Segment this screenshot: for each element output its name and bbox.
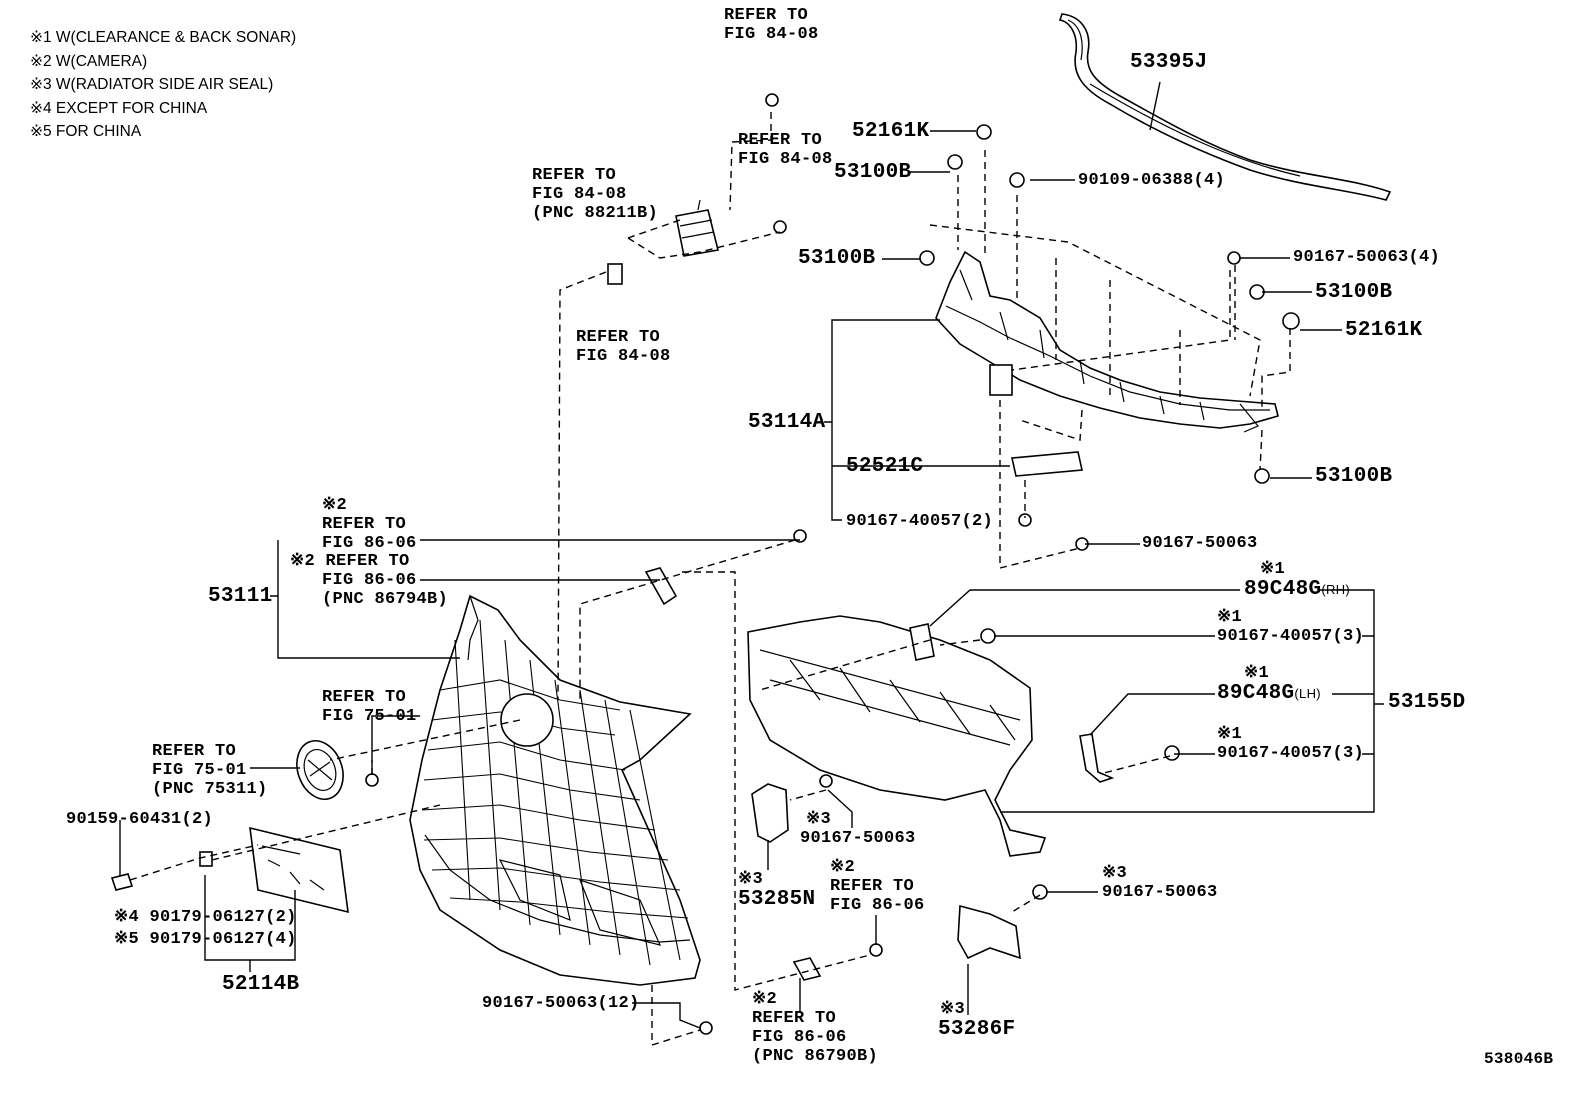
note-5: ※5 FOR CHINA — [30, 123, 142, 140]
part-89c48g-lh: 89C48G(LH) — [1217, 682, 1321, 705]
mark-1-d: ※1 — [1217, 725, 1243, 744]
bracket-89c48g-lh — [1079, 733, 1115, 783]
part-90167-50063-a: 90167-50063 — [1142, 534, 1258, 553]
camera-bracket-86790b — [792, 957, 822, 981]
part-52521c: 52521C — [846, 455, 924, 478]
pad-52521c — [1011, 451, 1083, 477]
part-53114a: 53114A — [748, 411, 826, 434]
weatherstrip-53395j — [1058, 13, 1392, 201]
sensor-88211b — [675, 209, 719, 257]
mark-1-b: ※1 — [1217, 608, 1243, 627]
part-52114b: 52114B — [222, 973, 300, 996]
part-53155d: 53155D — [1388, 691, 1466, 714]
part-90167-50063-12: 90167-50063(12) — [482, 994, 640, 1013]
part-90179-06127-b: ※5 90179-06127(4) — [114, 930, 297, 949]
note-2: ※2 W(CAMERA) — [30, 52, 148, 70]
part-53395j: 53395J — [1130, 51, 1208, 74]
part-90167-50063-4: 90167-50063(4) — [1293, 248, 1441, 267]
part-90167-40057-2: 90167-40057(2) — [846, 512, 994, 531]
lower-grille-53155d — [747, 615, 1047, 857]
part-90159-60431: 90159-60431(2) — [66, 810, 214, 829]
fasteners — [365, 93, 1300, 1035]
bracket-89c48g-rh — [909, 623, 935, 661]
part-53100b-a: 53100B — [834, 161, 912, 184]
part-53100b-b: 53100B — [798, 247, 876, 270]
mark-3-a: ※3 — [806, 810, 832, 829]
legend-notes: ※1 W(CLEARANCE & BACK SONAR) ※2 W(CAMERA… — [30, 26, 296, 144]
note-3: ※3 W(RADIATOR SIDE AIR SEAL) — [30, 76, 274, 93]
seal-53285n — [751, 783, 789, 843]
part-90167-50063-c: 90167-50063 — [1102, 883, 1218, 902]
diagram-id: 538046B — [1484, 1050, 1554, 1068]
part-90167-40057-3-a: 90167-40057(3) — [1217, 627, 1365, 646]
note-4: ※4 EXCEPT FOR CHINA — [30, 99, 208, 117]
part-90167-40057-3-b: 90167-40057(3) — [1217, 744, 1365, 763]
license-bracket-52114b — [110, 826, 349, 914]
part-90167-50063-b: 90167-50063 — [800, 829, 916, 848]
mark-3-b: ※3 — [738, 870, 764, 889]
camera-bracket-86794b — [644, 567, 678, 606]
mark-3-c: ※3 — [1102, 864, 1128, 883]
solid-leaders — [119, 81, 1384, 1029]
mark-1-c: ※1 — [1244, 664, 1270, 683]
radiator-grille-53111 — [409, 594, 701, 986]
part-53100b-d: 53100B — [1315, 465, 1393, 488]
part-52161k-top: 52161K — [852, 120, 930, 143]
part-53100b-c: 53100B — [1315, 281, 1393, 304]
part-90179-06127-a: ※4 90179-06127(2) — [114, 908, 297, 927]
emblem-75311 — [296, 740, 344, 800]
part-53111: 53111 — [208, 585, 273, 608]
note-1: ※1 W(CLEARANCE & BACK SONAR) — [30, 29, 297, 46]
part-53285n: 53285N — [738, 888, 816, 911]
dashed-leaders — [129, 112, 1291, 1046]
part-90109-06388: 90109-06388(4) — [1078, 171, 1226, 190]
mark-3-d: ※3 — [940, 1000, 966, 1019]
part-53286f: 53286F — [938, 1018, 1016, 1041]
mark-1-a: ※1 — [1260, 560, 1286, 579]
part-52161k-right: 52161K — [1345, 319, 1423, 342]
seal-53286f — [957, 904, 1021, 960]
part-89c48g-rh: 89C48G(RH) — [1244, 578, 1351, 601]
